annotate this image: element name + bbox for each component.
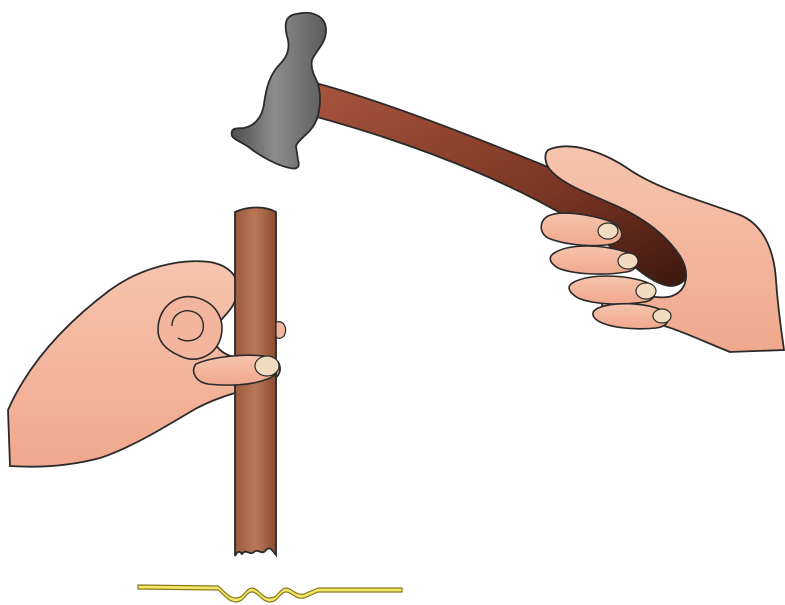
metal-strip-icon [138,585,402,602]
hammer-head-icon [232,13,326,169]
thumbnail-icon [255,356,279,376]
fingertip-icon [276,322,286,339]
